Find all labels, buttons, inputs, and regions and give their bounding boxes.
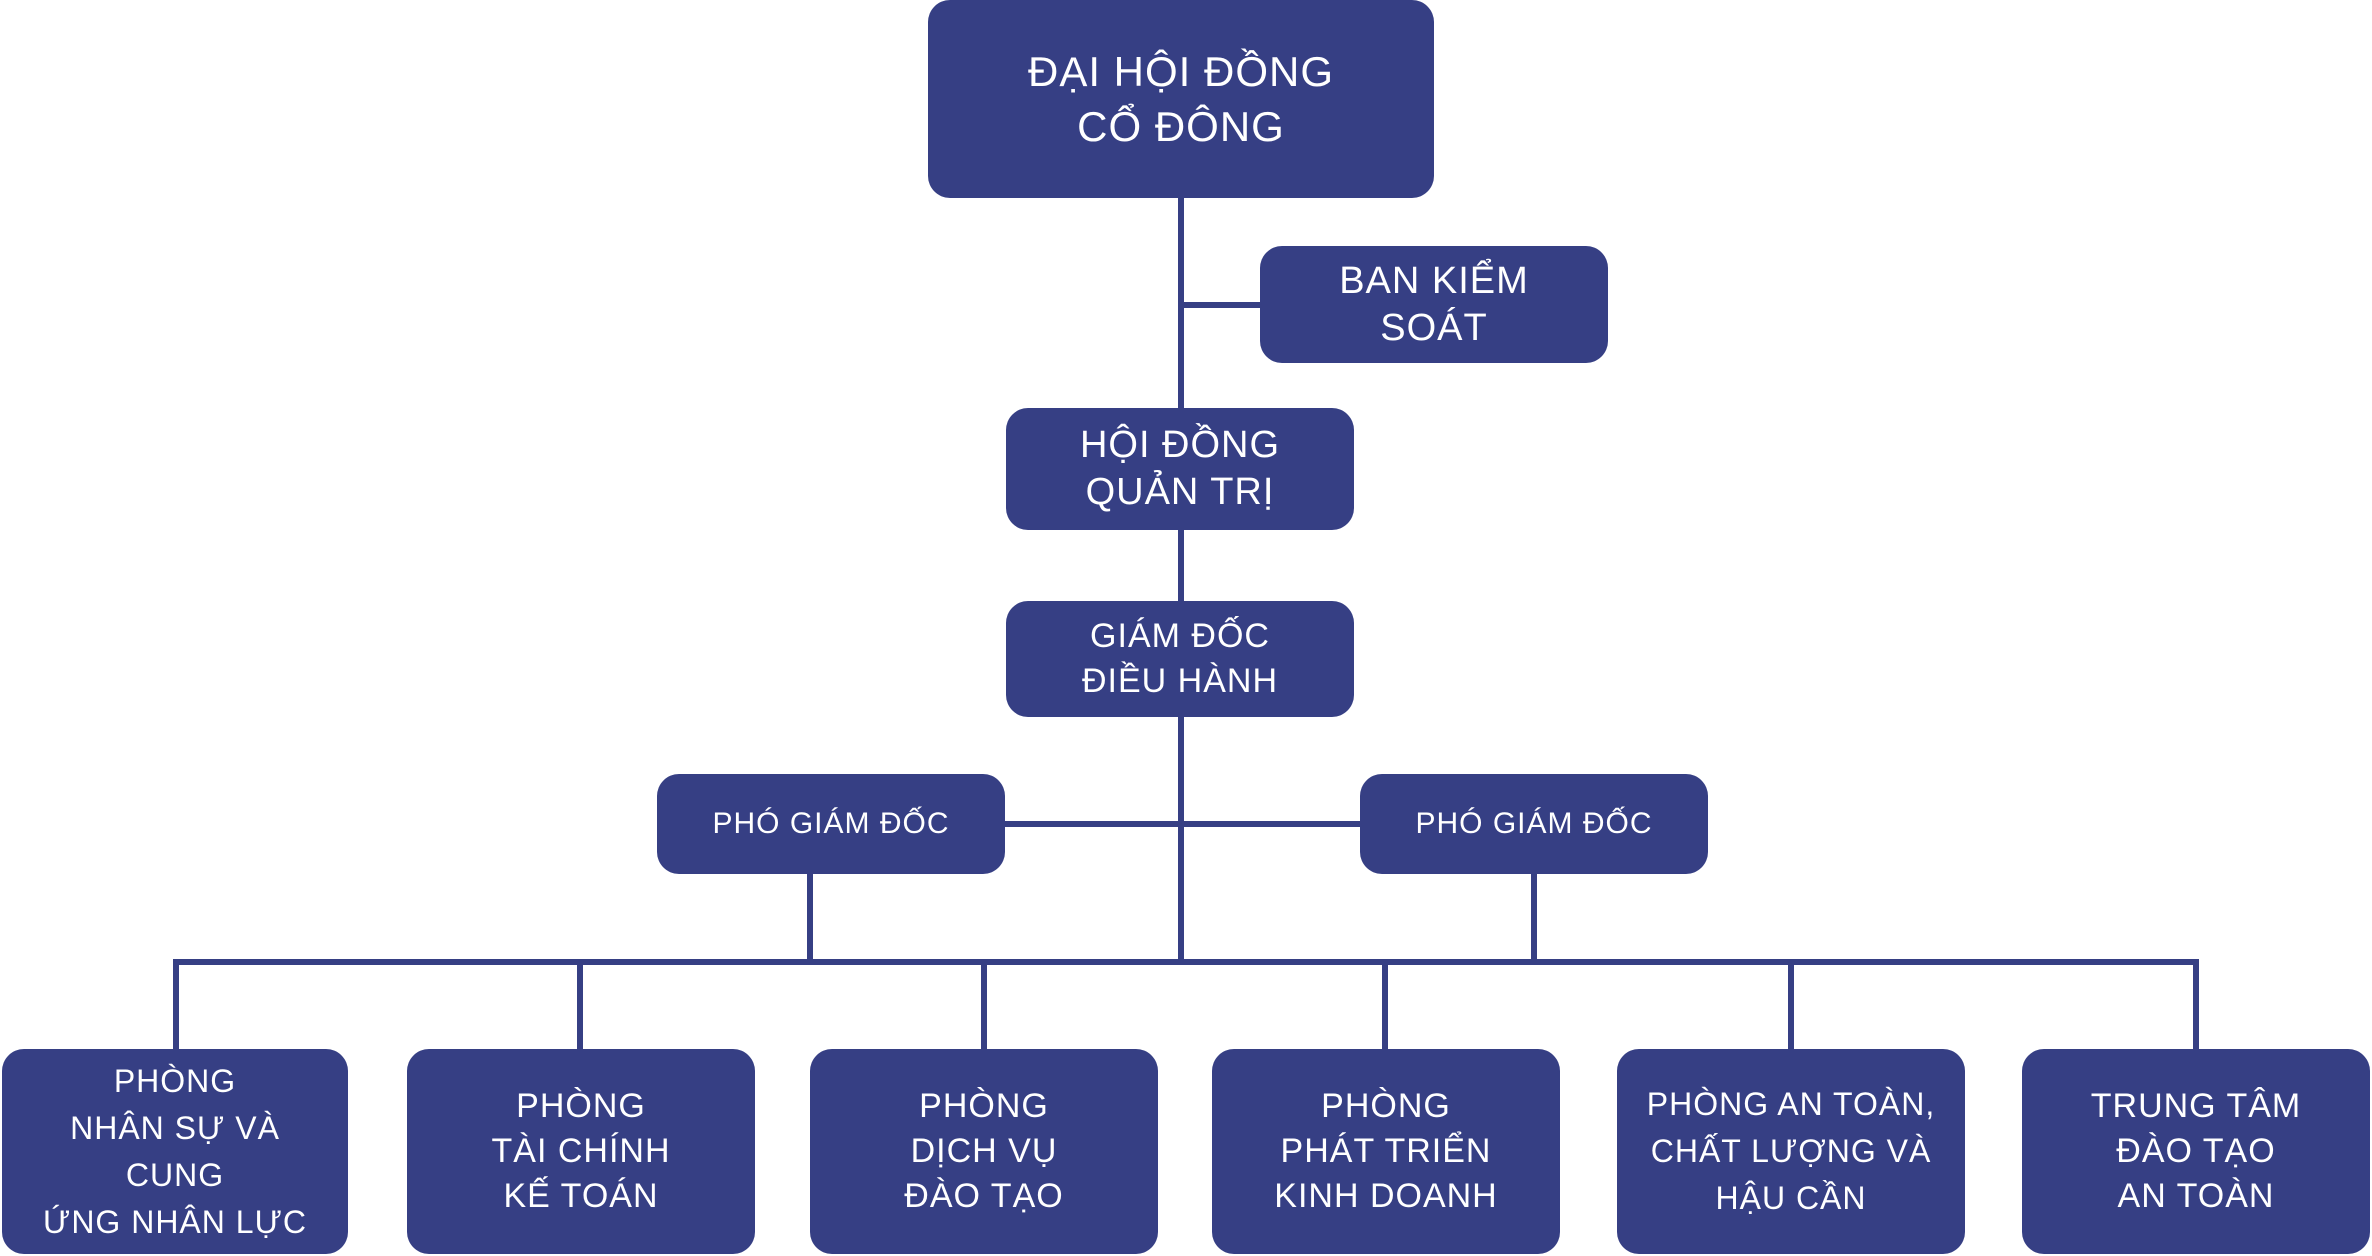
department-business-development-box: PHÒNG PHÁT TRIỂN KINH DOANH — [1212, 1049, 1560, 1254]
department-hr-supply-box: PHÒNG NHÂN SỰ VÀ CUNG ỨNG NHÂN LỰC — [2, 1049, 348, 1254]
shareholders-box: ĐẠI HỘI ĐỒNG CỔ ĐÔNG — [928, 0, 1434, 198]
department-safety-quality-logistics-box: PHÒNG AN TOÀN, CHẤT LƯỢNG VÀ HẬU CẦN — [1617, 1049, 1965, 1254]
safety-training-center-box: TRUNG TÂM ĐÀO TẠO AN TOÀN — [2022, 1049, 2370, 1254]
deputy-director-right-box: PHÓ GIÁM ĐỐC — [1360, 774, 1708, 874]
supervisory-board-box: BAN KIỂM SOÁT — [1260, 246, 1608, 363]
ceo-box: GIÁM ĐỐC ĐIỀU HÀNH — [1006, 601, 1354, 717]
department-finance-accounting-box: PHÒNG TÀI CHÍNH KẾ TOÁN — [407, 1049, 755, 1254]
board-of-directors-box: HỘI ĐỒNG QUẢN TRỊ — [1006, 408, 1354, 530]
department-training-services-box: PHÒNG DỊCH VỤ ĐÀO TẠO — [810, 1049, 1158, 1254]
deputy-director-left-box: PHÓ GIÁM ĐỐC — [657, 774, 1005, 874]
